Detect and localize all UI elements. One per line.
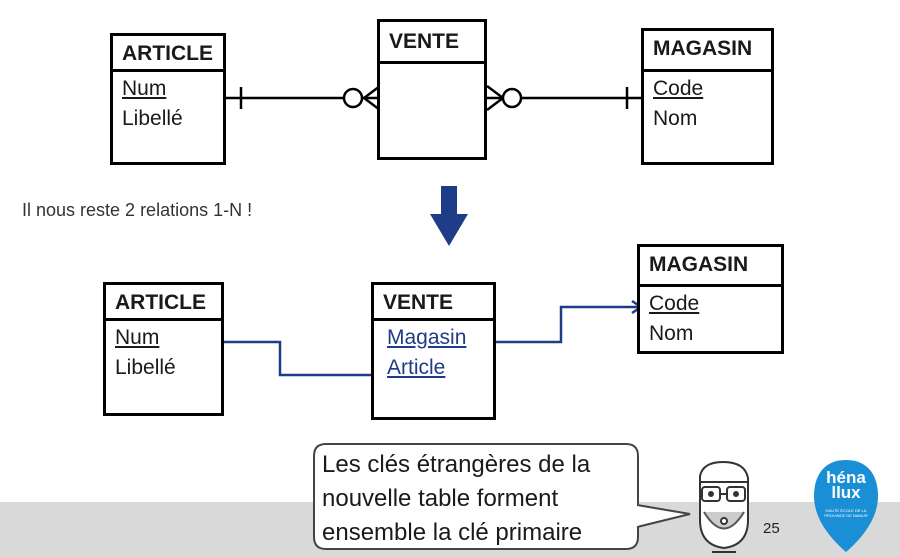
- attribute-num: Num: [115, 326, 160, 349]
- attribute-libelle: Libellé: [122, 107, 183, 130]
- bottom-magasin-entity: MAGASIN Code Nom: [637, 244, 784, 354]
- attribute-nom: Nom: [649, 322, 694, 345]
- note-text: Il nous reste 2 relations 1-N !: [22, 200, 253, 220]
- attribute-code: Code: [649, 292, 700, 315]
- entity-title: VENTE: [374, 285, 493, 321]
- logo-line-2: llux: [831, 483, 861, 502]
- speech-bubble-shape: [313, 443, 639, 550]
- bottom-vente-entity: VENTE Magasin Article: [371, 282, 496, 420]
- crowfoot-right-upper: [486, 85, 504, 99]
- logo-wordmark: héna llux: [818, 468, 874, 502]
- bubble-line: Les clés étrangères de la: [322, 451, 591, 478]
- attribute-magasin-fk: Magasin: [387, 326, 467, 349]
- attribute-nom: Nom: [653, 107, 698, 130]
- attribute-num: Num: [122, 77, 167, 100]
- entity-title: MAGASIN: [644, 31, 771, 72]
- down-arrow-icon: [430, 186, 468, 246]
- speech-bubble: Les clés étrangères de la nouvelle table…: [312, 444, 638, 550]
- top-magasin-entity: MAGASIN Code Nom: [641, 28, 774, 165]
- entity-title: VENTE: [380, 22, 484, 64]
- teacher-avatar-icon: [699, 460, 749, 553]
- entity-title: MAGASIN: [640, 247, 781, 287]
- top-article-entity: ARTICLE Num Libellé: [110, 33, 226, 165]
- attribute-article-fk: Article: [387, 356, 446, 379]
- page-number: 25: [763, 520, 780, 537]
- zero-mark-vente-right: [501, 87, 523, 109]
- attribute-code: Code: [653, 77, 704, 100]
- crowfoot-right-lower: [486, 97, 504, 111]
- bubble-line: nouvelle table forment: [322, 485, 559, 512]
- speech-bubble-tail: [636, 504, 691, 528]
- entity-title: ARTICLE: [113, 36, 223, 72]
- entity-title: ARTICLE: [106, 285, 221, 321]
- fk-magasin-to-code: [478, 305, 640, 344]
- fk-article-to-num: [182, 340, 380, 377]
- bubble-line: ensemble la clé primaire: [322, 519, 583, 546]
- henallux-logo-icon: [814, 460, 878, 552]
- logo-subtitle: HAUTE ÉCOLE DE LA PROVINCE DE NAMUR: [824, 508, 868, 518]
- attribute-libelle: Libellé: [115, 356, 176, 379]
- bottom-article-entity: ARTICLE Num Libellé: [103, 282, 224, 416]
- zero-mark-vente-left: [342, 87, 364, 109]
- top-vente-entity: VENTE: [377, 19, 487, 160]
- logo-line-1: héna: [826, 468, 866, 487]
